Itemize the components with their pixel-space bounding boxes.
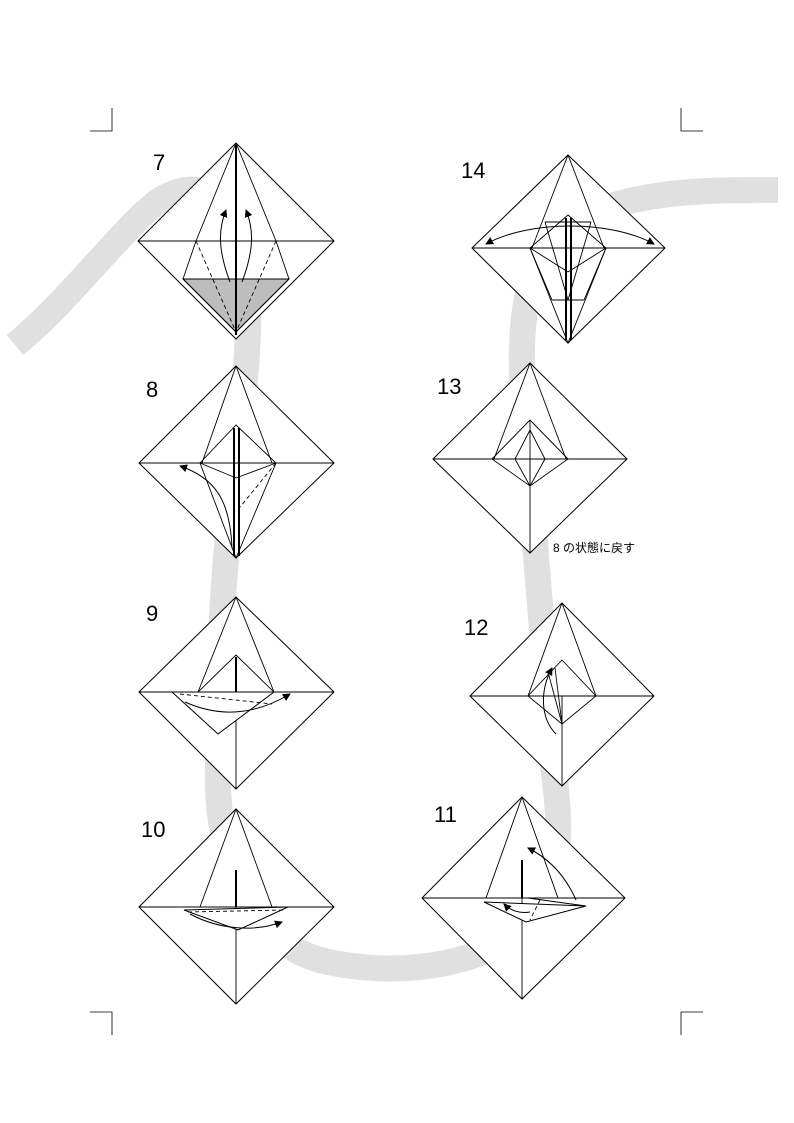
step-7-diagram: 7	[137, 142, 335, 340]
step-number: 10	[141, 817, 165, 842]
step-number: 8	[146, 377, 158, 402]
step-13-diagram: 13 8 の状態に戻す	[432, 362, 635, 555]
step-number: 14	[461, 158, 485, 183]
step-number: 9	[146, 601, 158, 626]
step-12-diagram: 12	[464, 602, 655, 787]
step-number: 11	[434, 802, 457, 827]
step-9-diagram: 9	[138, 596, 335, 790]
step-number: 7	[153, 150, 165, 175]
step-number: 13	[437, 374, 461, 399]
flow-band	[6, 176, 779, 982]
step-8-diagram: 8	[138, 365, 335, 560]
step-13-note: 8 の状態に戻す	[553, 540, 635, 555]
step-10-diagram: 10	[138, 808, 335, 1005]
crop-marks	[90, 108, 703, 1035]
step-14-diagram: 14	[461, 154, 666, 345]
step-number: 12	[464, 615, 488, 640]
step-11-diagram: 11	[421, 796, 626, 1000]
